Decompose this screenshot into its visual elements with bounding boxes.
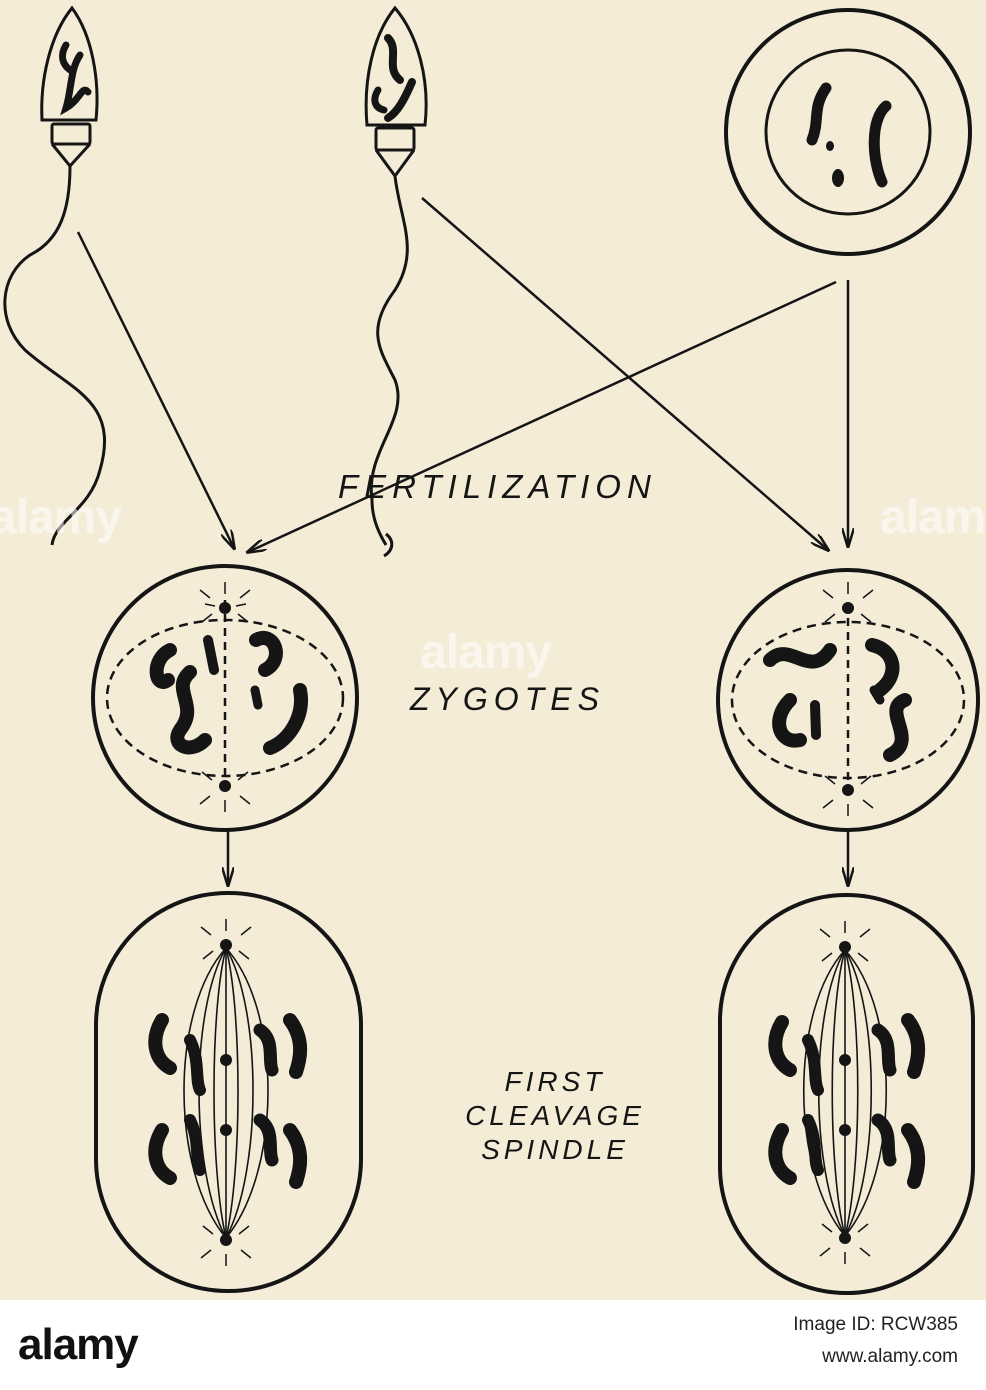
sperm-left (3, 5, 107, 546)
cleavage-arrows (228, 830, 848, 885)
zygotes-label: ZYGOTES (410, 681, 605, 717)
footer-logo: alamy (18, 1320, 139, 1369)
fertilization-diagram (3, 5, 980, 1295)
label-line-cleavage: CLEAVAGE (465, 1100, 645, 1131)
footer-bar: alamy Image ID: RCW385 www.alamy.com (0, 1300, 986, 1390)
sperm-middle (364, 5, 428, 546)
diagram-plate: FERTILIZATION ZYGOTES FIRST CLEAVAGE SPI… (0, 0, 986, 1300)
spindle-left (94, 891, 363, 1293)
watermark-center: alamy (420, 626, 552, 679)
fertilization-label: FERTILIZATION (338, 468, 657, 505)
egg-cell (724, 8, 972, 256)
footer-image-id: Image ID: RCW385 (793, 1314, 958, 1335)
spindle-right (718, 893, 975, 1295)
footer-url: www.alamy.com (822, 1346, 958, 1367)
zygote-right (716, 568, 980, 832)
zygote-left (91, 564, 359, 832)
watermark-right: alamy (880, 491, 986, 544)
first-cleavage-spindle-label: FIRST CLEAVAGE SPINDLE (450, 1065, 660, 1167)
watermark-left: alamy (0, 491, 122, 544)
fertilization-arrows (76, 197, 848, 558)
label-line-first: FIRST (504, 1066, 606, 1097)
label-line-spindle: SPINDLE (481, 1134, 629, 1165)
